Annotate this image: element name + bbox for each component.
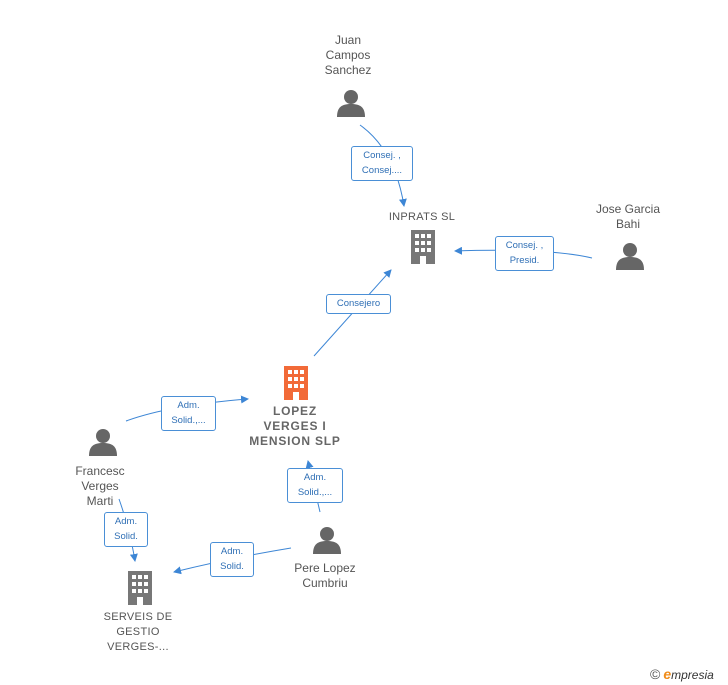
node-label-jose[interactable]: Jose Garcia Bahi: [595, 202, 661, 231]
copyright-icon: ©: [650, 666, 661, 682]
edge-label-lopez-inprats[interactable]: Consejero: [326, 294, 391, 314]
node-label-juan[interactable]: Juan Campos Sanchez: [324, 33, 372, 77]
edge-label-juan-inprats[interactable]: Consej. , Consej....: [351, 146, 413, 181]
person-icon[interactable]: [337, 90, 365, 117]
person-icon[interactable]: [616, 243, 644, 270]
edge-label-francesc-lopez[interactable]: Adm. Solid.,...: [161, 396, 216, 431]
node-label-pere[interactable]: Pere Lopez Cumbriu: [294, 561, 356, 590]
edge-label-pere-serveis[interactable]: Adm. Solid.: [210, 542, 254, 577]
node-label-serveis[interactable]: SERVEIS DE GESTIO VERGES-...: [103, 611, 173, 653]
person-icon[interactable]: [89, 429, 117, 456]
building-icon[interactable]: [128, 571, 152, 605]
brand-name: mpresia: [671, 668, 714, 682]
brand-logo-e: e: [663, 666, 672, 682]
building-icon[interactable]: [284, 366, 308, 400]
person-icon[interactable]: [313, 527, 341, 554]
building-icon[interactable]: [411, 230, 435, 264]
edge-label-francesc-serveis[interactable]: Adm. Solid.: [104, 512, 148, 547]
edges: [118, 124, 593, 575]
node-label-francesc[interactable]: Francesc Verges Marti: [75, 464, 125, 508]
brand-footer[interactable]: ©empresia: [650, 666, 714, 682]
edge-label-pere-lopez[interactable]: Adm. Solid.,...: [287, 468, 343, 503]
node-label-lopez[interactable]: LOPEZ VERGES I MENSION SLP: [249, 404, 341, 448]
node-label-inprats[interactable]: INPRATS SL: [388, 211, 456, 223]
edge-label-jose-inprats[interactable]: Consej. , Presid.: [495, 236, 554, 271]
